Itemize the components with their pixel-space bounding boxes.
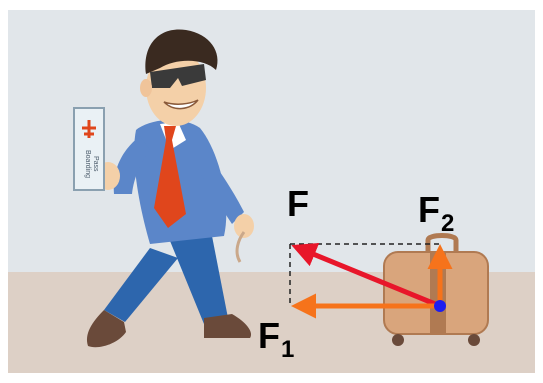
- wheel-left: [392, 334, 404, 346]
- label-force-f2: F2: [418, 192, 454, 228]
- airplane-ticket-icon: Boarding Pass: [74, 108, 104, 190]
- ticket-text-2: Pass: [92, 156, 99, 172]
- pivot-point: [434, 300, 446, 312]
- label-force-f: F: [287, 186, 310, 222]
- label-force-f1-sub: 1: [281, 336, 294, 363]
- label-force-f2-sub: 2: [441, 210, 454, 237]
- label-force-f2-main: F: [418, 189, 440, 230]
- label-force-f1-main: F: [258, 315, 280, 356]
- ticket-text-1: Boarding: [84, 150, 91, 178]
- wheel-right: [468, 334, 480, 346]
- label-force-f-main: F: [287, 183, 309, 224]
- label-force-f1: F1: [258, 318, 294, 354]
